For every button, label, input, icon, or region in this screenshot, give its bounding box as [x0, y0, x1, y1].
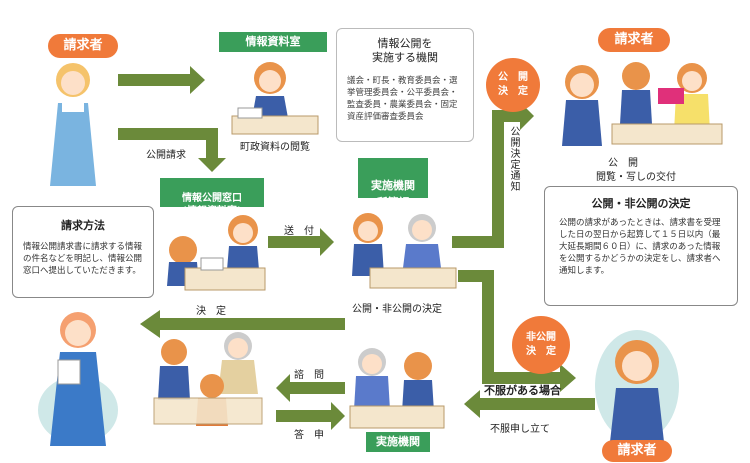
agency-bottom-label: 実施機関	[376, 435, 420, 448]
requester-badge-top-left: 請求者	[48, 34, 118, 58]
requester-label-right: 請求者	[614, 32, 654, 47]
requester-figure-top-left	[50, 63, 96, 186]
agency-main-caption: 公開・非公開の決定	[352, 304, 442, 315]
arrow-disclosure	[452, 102, 534, 248]
counter-label: 情報公開窓口 (情報資料室)	[182, 193, 242, 217]
requester-label: 請求者	[63, 38, 103, 53]
info-room-label: 情報資料室	[245, 35, 301, 48]
requester-badge-top-right: 請求者	[598, 28, 670, 52]
nondisclosure-badge: 非公開 決 定	[512, 316, 570, 374]
committee-figure	[153, 332, 263, 426]
agency-bottom-label-box: 実施機関	[366, 432, 430, 452]
arrow-objection	[464, 390, 595, 418]
requester-label-bottom: 請求者	[617, 443, 657, 458]
arrow-decision	[140, 310, 345, 338]
agency-main-label: 実施機関 (所管課)	[371, 179, 415, 209]
notify-label: 公開決定通知	[508, 126, 519, 192]
nondisclosure-badge-label: 非公開 決 定	[526, 332, 556, 357]
method-body: 情報公開請求書に請求する情報の件名などを明記し、情報公開窓口へ提出していただきま…	[23, 242, 143, 276]
counter-figure	[167, 215, 266, 291]
agencies-box-title: 情報公開を 実施する機関	[372, 37, 438, 64]
disclosure-caption: 閲覧・写しの交付	[596, 172, 676, 183]
requester-badge-bottom-right: 請求者	[602, 440, 672, 462]
arrow-report	[276, 402, 345, 430]
info-room-label-box: 情報資料室	[219, 32, 327, 52]
disclosure-badge-label: 公 開 決 定	[498, 72, 528, 97]
decision-box-title: 公開・非公開の決定	[591, 197, 691, 210]
disclosure-figure	[562, 62, 723, 146]
decision-box: 公開・非公開の決定 公開の請求があったときは、請求書を受理した日の翌日から起算し…	[544, 186, 738, 306]
arrow-public-request	[118, 128, 226, 172]
method-title: 請求方法	[61, 219, 105, 232]
disclosure-caption-top: 公 開	[608, 158, 638, 169]
requester-figure-bottom-right	[595, 330, 679, 442]
arrow-send	[268, 228, 334, 256]
public-request-label: 公開請求	[146, 150, 186, 161]
consult-label: 諮 問	[294, 370, 324, 381]
objection-label: 不服がある場合	[484, 384, 561, 397]
send-label: 送 付	[284, 226, 314, 237]
agency-bottom-figure	[349, 348, 445, 429]
arrow-to-info-room	[118, 66, 205, 94]
arrow-nondisclosure	[458, 270, 576, 392]
report-label: 答 申	[294, 430, 324, 441]
agencies-box: 情報公開を 実施する機関 議会・町長・教育委員会・選挙管理委員会・公平委員会・監…	[336, 28, 474, 142]
arrow-consult	[276, 374, 345, 402]
agency-main-label-box: 実施機関 (所管課)	[358, 158, 428, 209]
appeal-label: 不服申し立て	[490, 424, 550, 435]
agencies-box-body: 議会・町長・教育委員会・選挙管理委員会・公平委員会・監査委員・農業委員会・固定資…	[347, 76, 458, 122]
decision-box-body: 公開の請求があったときは、請求書を受理した日の翌日から起算して１５日以内（最大延…	[559, 218, 721, 276]
counter-label-box: 情報公開窓口 (情報資料室)	[160, 178, 264, 217]
decision-label: 決 定	[196, 306, 226, 317]
agency-main-figure	[352, 213, 457, 289]
requester-figure-bottom-left	[38, 312, 118, 446]
disclosure-badge: 公 開 決 定	[486, 58, 540, 112]
method-box: 請求方法 情報公開請求書に請求する情報の件名などを明記し、情報公開窓口へ提出して…	[12, 206, 154, 298]
info-room-caption: 町政資料の閲覧	[240, 142, 310, 153]
info-room-figure	[231, 62, 319, 135]
